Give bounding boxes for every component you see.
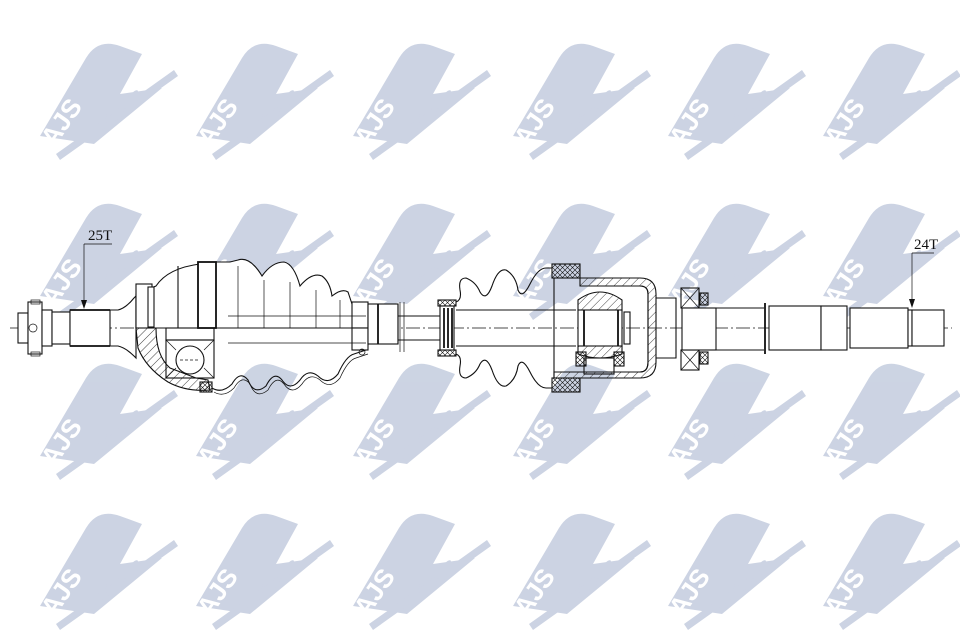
watermark-shape — [513, 513, 635, 614]
watermark-stripe — [56, 540, 178, 630]
watermark-shape — [823, 43, 945, 144]
watermark-shape — [823, 203, 945, 304]
watermark-stripe — [529, 390, 651, 480]
watermark-stripe — [839, 540, 960, 630]
watermark-stripe — [684, 70, 806, 160]
watermark-shape — [823, 513, 945, 614]
watermark-shape — [196, 513, 318, 614]
outer-boot — [197, 258, 369, 395]
watermark-stripe — [56, 230, 178, 320]
watermark-stripe — [212, 390, 334, 480]
watermark-shape — [668, 203, 790, 304]
watermark-shape — [668, 43, 790, 144]
right-spline-label: 24T — [914, 237, 938, 253]
watermark-stripe — [369, 540, 491, 630]
watermark-stripe — [684, 230, 806, 320]
left-stub-nut — [17, 294, 137, 360]
watermark-shape — [353, 203, 475, 304]
inner-tripod-joint — [551, 263, 677, 393]
left-spline-callout: 25T — [81, 228, 112, 309]
intermediate-shaft — [228, 302, 440, 352]
watermark-stripe — [212, 70, 334, 160]
watermark-stripe — [56, 70, 178, 160]
right-spline-callout: 24T — [909, 237, 938, 308]
watermark-shape — [513, 363, 635, 464]
watermark-stripe — [369, 70, 491, 160]
watermark-shape — [823, 363, 945, 464]
watermark-stripe — [839, 70, 960, 160]
watermark-shape — [40, 203, 162, 304]
watermark-shape — [668, 513, 790, 614]
watermark-shape — [40, 513, 162, 614]
watermark-stripe — [529, 540, 651, 630]
watermark-stripe — [56, 390, 178, 480]
left-spline-label: 25T — [88, 228, 112, 244]
watermark-stripe — [212, 540, 334, 630]
watermark-stripe — [839, 390, 960, 480]
watermark-shape — [353, 43, 475, 144]
watermark-shape — [513, 43, 635, 144]
watermark-shape — [40, 363, 162, 464]
watermark-stripe — [369, 230, 491, 320]
watermark-shape — [668, 363, 790, 464]
watermark-shape — [353, 513, 475, 614]
watermark-stripe — [684, 540, 806, 630]
watermark-shape — [196, 43, 318, 144]
watermark-shape — [513, 203, 635, 304]
watermark-stripe — [529, 70, 651, 160]
watermark-shape — [196, 363, 318, 464]
watermark-shape — [40, 43, 162, 144]
watermark-stripe — [839, 230, 960, 320]
watermark-stripe — [529, 230, 651, 320]
bearing-and-right-shaft — [680, 287, 945, 371]
watermark-stripe — [369, 390, 491, 480]
watermark-stripe — [684, 390, 806, 480]
watermark-shape — [353, 363, 475, 464]
inner-boot — [437, 267, 576, 389]
